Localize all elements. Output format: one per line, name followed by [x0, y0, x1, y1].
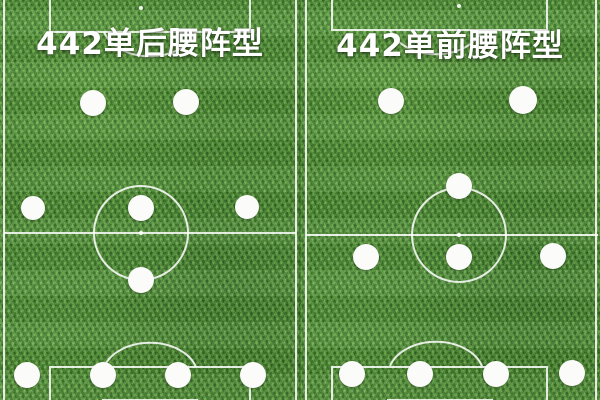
- player-marker: [446, 244, 472, 270]
- player-marker: [353, 244, 379, 270]
- panel-title-right: 442单前腰阵型: [336, 28, 564, 64]
- formation-panel-right: 442单前腰阵型: [300, 0, 600, 400]
- player-marker: [407, 361, 433, 387]
- grass-texture-right: [300, 0, 600, 400]
- player-marker: [173, 89, 199, 115]
- pitch-markings-left: [3, 0, 297, 400]
- player-marker: [509, 86, 537, 114]
- player-marker: [483, 361, 509, 387]
- player-marker: [559, 360, 585, 386]
- panel-title-left: 442单后腰阵型: [36, 26, 264, 62]
- player-marker: [446, 173, 472, 199]
- player-marker: [90, 362, 116, 388]
- player-marker: [339, 361, 365, 387]
- player-marker: [235, 195, 259, 219]
- player-marker: [128, 267, 154, 293]
- player-marker: [21, 196, 45, 220]
- formation-panel-left: 442单后腰阵型: [0, 0, 300, 400]
- player-marker: [378, 88, 404, 114]
- player-marker: [540, 243, 566, 269]
- pitch-markings-right: [300, 0, 600, 400]
- player-marker: [128, 195, 154, 221]
- player-marker: [165, 362, 191, 388]
- player-marker: [240, 362, 266, 388]
- player-marker: [80, 90, 106, 116]
- player-marker: [14, 362, 40, 388]
